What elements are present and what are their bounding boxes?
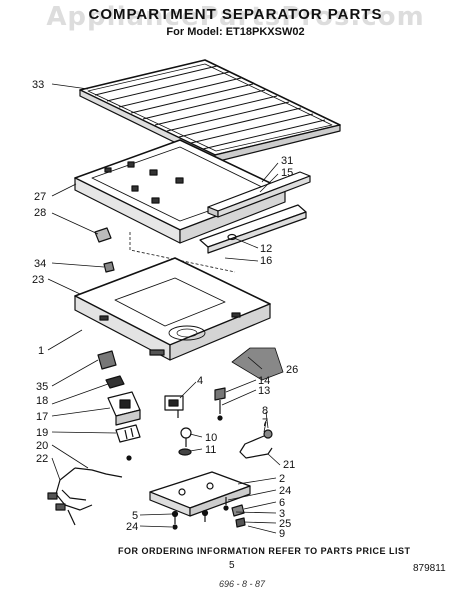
callout-28: 28 [34, 207, 46, 219]
callout-24-left: 24 [126, 521, 138, 533]
callout-9: 9 [279, 528, 285, 540]
callout-17: 17 [36, 411, 48, 423]
callout-24-right: 24 [279, 485, 291, 497]
knob-assembly-part-19 [115, 424, 141, 461]
callout-2: 2 [279, 473, 285, 485]
thermostat-part-4 [164, 395, 184, 418]
callout-12: 12 [260, 243, 272, 255]
callout-14: 14 [258, 375, 270, 387]
callout-10: 10 [205, 432, 217, 444]
callout-27: 27 [34, 191, 46, 203]
callout-26: 26 [286, 364, 298, 376]
ordering-note: FOR ORDERING INFORMATION REFER TO PARTS … [118, 546, 411, 556]
callout-6: 6 [279, 497, 285, 509]
handwritten-note: 696 - 8 - 87 [219, 579, 266, 589]
fitting-part-10 [178, 427, 192, 456]
plug-part-14 [214, 387, 226, 421]
callout-19: 19 [36, 427, 48, 439]
callout-18: 18 [36, 395, 48, 407]
watermark: AppliancePartsPros.com [46, 2, 425, 32]
callout-13: 13 [258, 385, 270, 397]
diagram-title: COMPARTMENT SEPARATOR PARTS [88, 6, 383, 23]
base-housing-part-2 [149, 471, 251, 517]
callout-3: 3 [279, 508, 285, 520]
callout-16: 16 [260, 255, 272, 267]
callout-15: 15 [281, 167, 293, 179]
page-number: 5 [229, 560, 235, 571]
callout-21: 21 [283, 459, 295, 471]
callout-7: 7 [262, 417, 268, 429]
fasteners-parts-3-5-6-9-25 [171, 497, 246, 530]
callout-25: 25 [279, 518, 291, 530]
rail-part-31 [207, 171, 311, 218]
control-housing-part-17 [107, 391, 141, 426]
separator-pan-part-23 [74, 257, 271, 361]
leader-lines [47, 83, 281, 534]
callout-35: 35 [36, 381, 48, 393]
damper-part-35 [97, 350, 125, 389]
sensor-part-8 [239, 429, 273, 459]
screw-part-34 [103, 261, 115, 273]
callout-5: 5 [132, 510, 138, 522]
callout-11: 11 [205, 444, 216, 456]
callout-1: 1 [38, 345, 44, 357]
callout-20: 20 [36, 440, 48, 452]
callout-34: 34 [34, 258, 46, 270]
callout-22: 22 [36, 453, 48, 465]
callout-33: 33 [32, 79, 44, 91]
grille-part-33 [79, 59, 341, 163]
callout-8: 8 [262, 405, 268, 417]
callout-31: 31 [281, 155, 293, 167]
clip-part-28 [94, 227, 112, 243]
rail-part-12 [199, 204, 307, 254]
cover-part-26 [231, 347, 284, 381]
document-code: 879811 [413, 563, 446, 574]
wiring-harness-part-22 [47, 467, 123, 526]
callout-4: 4 [197, 375, 203, 387]
model-number: For Model: ET18PKXSW02 [166, 26, 305, 38]
callout-23: 23 [32, 274, 44, 286]
